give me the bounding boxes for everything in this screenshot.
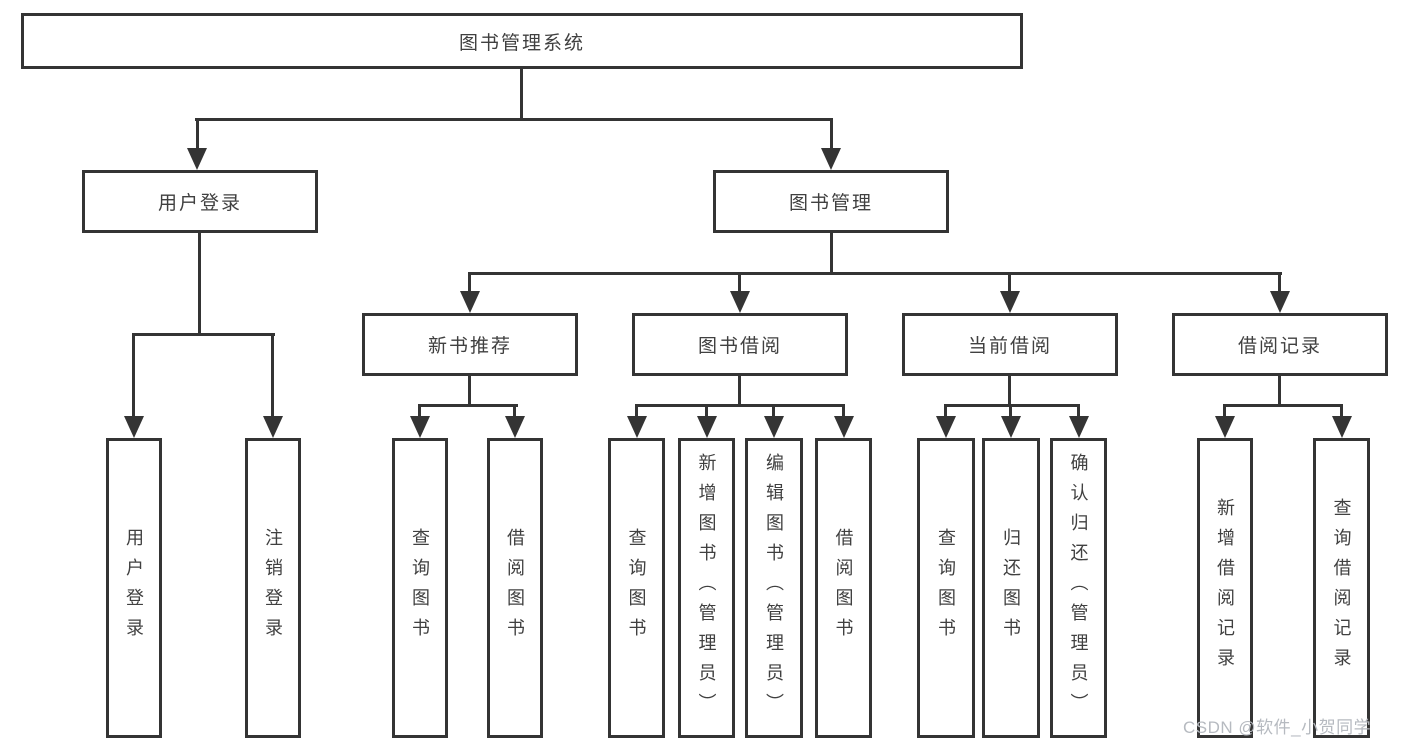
leaf-query-books: 查询图书	[917, 438, 975, 738]
arrowhead-down-icon	[1001, 416, 1021, 438]
arrowhead-down-icon	[834, 416, 854, 438]
arrowhead-down-icon	[764, 416, 784, 438]
leaf-query-books: 查询图书	[392, 438, 448, 738]
connector-line	[1278, 272, 1281, 292]
connector-line	[196, 118, 199, 150]
connector-line	[1278, 376, 1281, 407]
connector-line	[944, 404, 1080, 407]
arrowhead-down-icon	[124, 416, 144, 438]
connector-line	[705, 404, 708, 417]
connector-line	[738, 272, 741, 292]
connector-line	[1009, 404, 1012, 417]
connector-line	[635, 404, 845, 407]
leaf-add-borrow-record: 新增借阅记录	[1197, 438, 1253, 738]
leaf-user-login: 用户登录	[106, 438, 162, 738]
leaf-return-books: 归还图书	[982, 438, 1040, 738]
node-book-borrowing: 图书借阅	[632, 313, 848, 376]
arrowhead-down-icon	[1270, 291, 1290, 313]
connector-line	[513, 404, 516, 417]
arrowhead-down-icon	[1069, 416, 1089, 438]
connector-line	[468, 272, 1282, 275]
connector-line	[772, 404, 775, 417]
arrowhead-down-icon	[730, 291, 750, 313]
connector-line	[1340, 404, 1343, 417]
arrowhead-down-icon	[697, 416, 717, 438]
connector-line	[132, 333, 135, 416]
connector-line	[132, 333, 275, 336]
leaf-confirm-return-admin: 确认归还（管理员）	[1050, 438, 1107, 738]
connector-line	[418, 404, 518, 407]
node-library-management-system: 图书管理系统	[21, 13, 1023, 69]
arrowhead-down-icon	[187, 148, 207, 170]
arrowhead-down-icon	[505, 416, 525, 438]
leaf-query-borrow-record: 查询借阅记录	[1313, 438, 1370, 738]
connector-line	[1223, 404, 1343, 407]
connector-line	[1008, 376, 1011, 407]
csdn-watermark: CSDN @软件_小贺同学	[1183, 718, 1372, 737]
arrowhead-down-icon	[627, 416, 647, 438]
arrowhead-down-icon	[1000, 291, 1020, 313]
connector-line	[271, 333, 274, 416]
leaf-add-book-admin: 新增图书（管理员）	[678, 438, 735, 738]
leaf-borrow-books: 借阅图书	[487, 438, 543, 738]
connector-line	[944, 404, 947, 417]
leaf-edit-book-admin: 编辑图书（管理员）	[745, 438, 803, 738]
node-new-book-recommendation: 新书推荐	[362, 313, 578, 376]
arrowhead-down-icon	[821, 148, 841, 170]
connector-line	[1008, 272, 1011, 292]
arrowhead-down-icon	[460, 291, 480, 313]
node-borrowing-records: 借阅记录	[1172, 313, 1388, 376]
connector-line	[520, 69, 523, 119]
arrowhead-down-icon	[936, 416, 956, 438]
arrowhead-down-icon	[410, 416, 430, 438]
connector-line	[635, 404, 638, 417]
node-current-borrowing: 当前借阅	[902, 313, 1118, 376]
connector-line	[1223, 404, 1226, 417]
connector-line	[418, 404, 421, 417]
connector-line	[195, 118, 833, 121]
arrowhead-down-icon	[1215, 416, 1235, 438]
connector-line	[1077, 404, 1080, 417]
node-book-management: 图书管理	[713, 170, 949, 233]
leaf-query-books: 查询图书	[608, 438, 665, 738]
leaf-logout: 注销登录	[245, 438, 301, 738]
connector-line	[842, 404, 845, 417]
arrowhead-down-icon	[263, 416, 283, 438]
connector-line	[830, 118, 833, 150]
connector-line	[738, 376, 741, 407]
connector-line	[830, 233, 833, 275]
connector-line	[468, 376, 471, 407]
node-user-login: 用户登录	[82, 170, 318, 233]
connector-line	[198, 233, 201, 336]
leaf-borrow-books: 借阅图书	[815, 438, 872, 738]
arrowhead-down-icon	[1332, 416, 1352, 438]
connector-line	[468, 272, 471, 292]
